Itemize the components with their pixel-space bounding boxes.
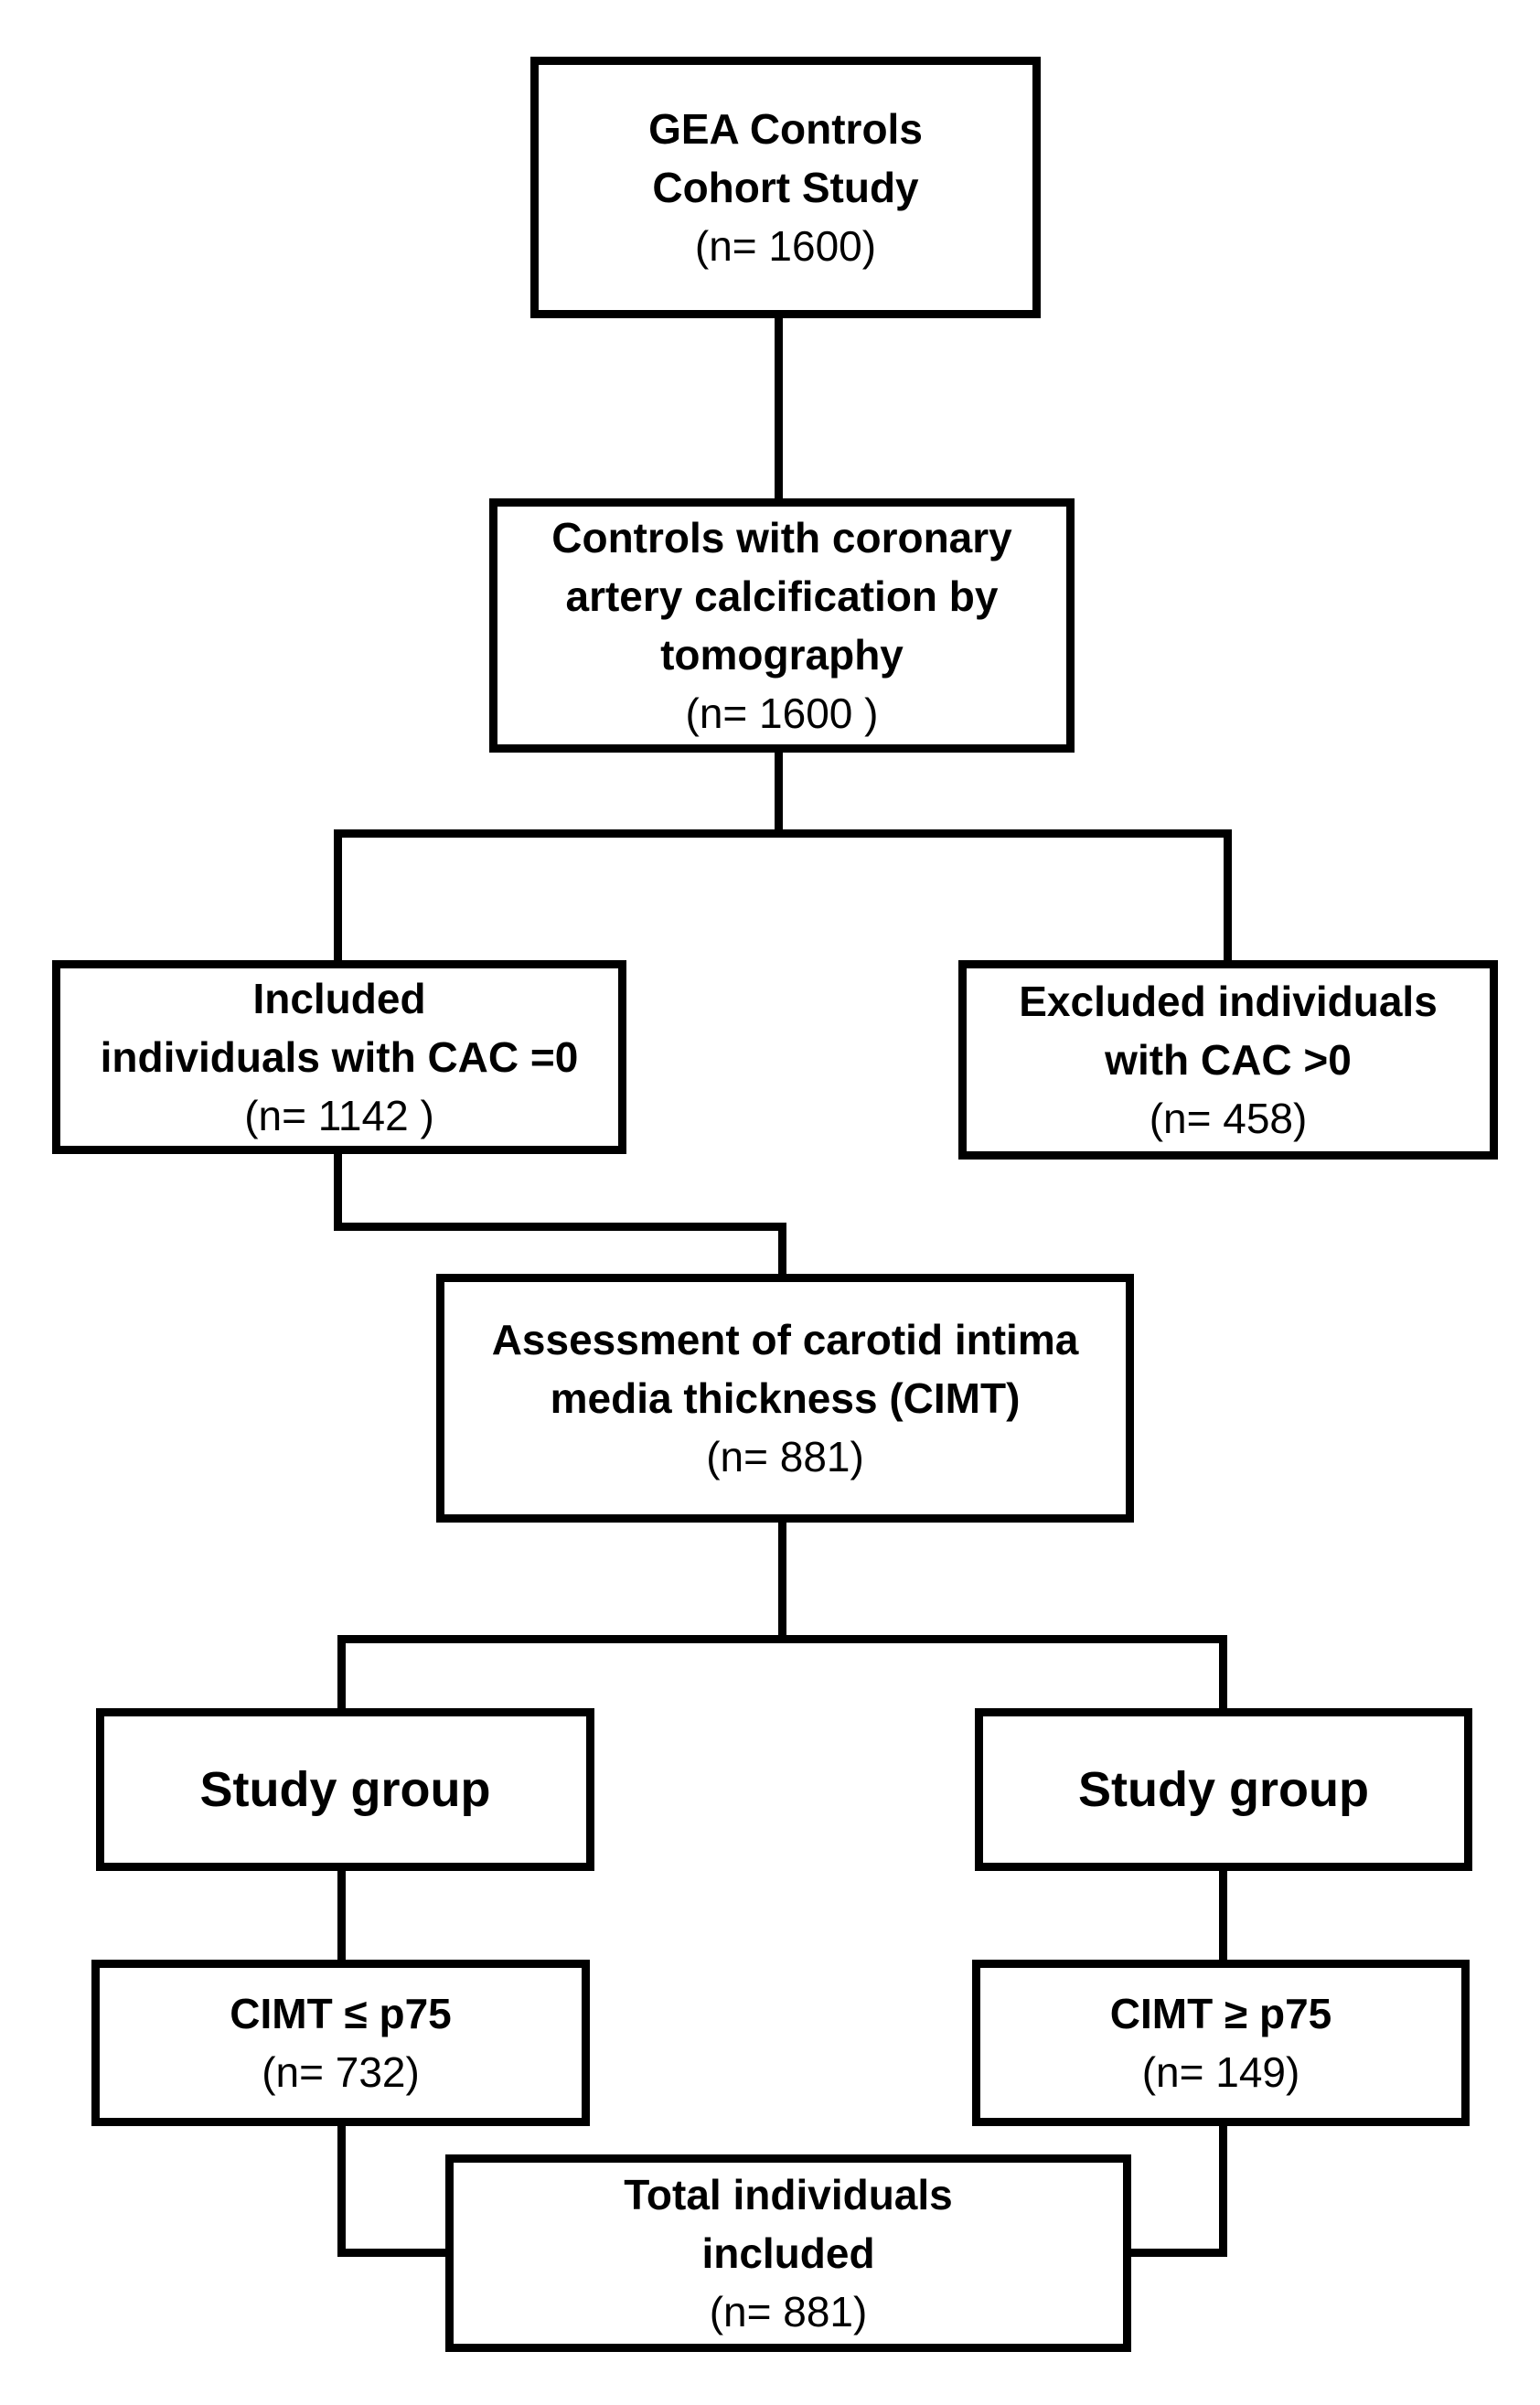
connector-controls-split-stem	[775, 753, 783, 838]
box-n-line: (n= 732)	[262, 2048, 420, 2096]
connector-cimt-ge-down	[1219, 2126, 1227, 2257]
box-text-line: individuals with CAC =0	[100, 1033, 579, 1081]
box-text-line: Included	[252, 975, 426, 1022]
box-n-line: (n= 1600 )	[685, 689, 879, 737]
box-text-line: included	[701, 2229, 875, 2277]
flow-box-cimt-le-p75: CIMT ≤ p75 (n= 732)	[91, 1960, 590, 2126]
connector-included-across	[334, 1223, 786, 1231]
connector-cimt-le-into-total	[337, 2249, 445, 2257]
connector-included-down	[334, 1154, 342, 1231]
connector-assessment-split-bar	[337, 1635, 1227, 1643]
box-text-line: Total individuals	[624, 2171, 953, 2218]
flow-box-gea-cohort: GEA Controls Cohort Study (n= 1600)	[530, 57, 1041, 318]
connector-cimt-ge-into-total	[1131, 2249, 1227, 2257]
flow-box-cac-tomography: Controls with coronary artery calcificat…	[489, 498, 1075, 753]
box-n-line: (n= 149)	[1141, 2048, 1300, 2096]
connector-study-right-to-cimt-ge	[1219, 1871, 1227, 1960]
flow-box-excluded-cac: Excluded individuals with CAC >0 (n= 458…	[958, 960, 1498, 1160]
connector-cimt-le-down	[337, 2126, 346, 2257]
connector-study-left-to-cimt-le	[337, 1871, 346, 1960]
connector-controls-split-bar	[334, 829, 1232, 838]
box-text-line: CIMT ≤ p75	[230, 1990, 452, 2037]
flow-box-cimt-ge-p75: CIMT ≥ p75 (n= 149)	[972, 1960, 1470, 2126]
box-text-line: with CAC >0	[1105, 1036, 1352, 1084]
box-text-line: CIMT ≥ p75	[1109, 1990, 1332, 2037]
box-n-line: (n= 881)	[709, 2288, 868, 2336]
box-n-line: (n= 881)	[706, 1433, 864, 1480]
flow-box-total-included: Total individuals included (n= 881)	[445, 2154, 1131, 2352]
connector-gea-to-controls	[775, 318, 783, 498]
box-text-line: tomography	[660, 631, 904, 679]
connector-into-assessment	[778, 1223, 786, 1274]
box-n-line: (n= 1600)	[694, 222, 877, 270]
connector-split-to-included	[334, 829, 342, 960]
box-text-line: media thickness (CIMT)	[550, 1374, 1021, 1422]
flow-box-cimt-assessment: Assessment of carotid intima media thick…	[436, 1274, 1134, 1523]
connector-split-to-excluded	[1224, 829, 1232, 960]
box-text-line: artery calcification by	[565, 572, 999, 620]
connector-split-to-study-right	[1219, 1635, 1227, 1708]
box-text-line: Study group	[199, 1762, 491, 1817]
box-text-line: Cohort Study	[652, 164, 919, 211]
flow-box-included-cac0: Included individuals with CAC =0 (n= 114…	[52, 960, 626, 1154]
box-text-line: Controls with coronary	[551, 514, 1012, 561]
connector-split-to-study-left	[337, 1635, 346, 1708]
flow-box-study-group-right: Study group	[975, 1708, 1472, 1871]
box-n-line: (n= 1142 )	[244, 1092, 434, 1139]
box-text-line: GEA Controls	[648, 105, 923, 153]
box-text-line: Study group	[1078, 1762, 1369, 1817]
box-text-line: Excluded individuals	[1019, 978, 1438, 1025]
flow-box-study-group-left: Study group	[96, 1708, 594, 1871]
box-text-line: Assessment of carotid intima	[491, 1316, 1079, 1363]
box-n-line: (n= 458)	[1149, 1095, 1308, 1142]
connector-assessment-split-stem	[778, 1523, 786, 1643]
